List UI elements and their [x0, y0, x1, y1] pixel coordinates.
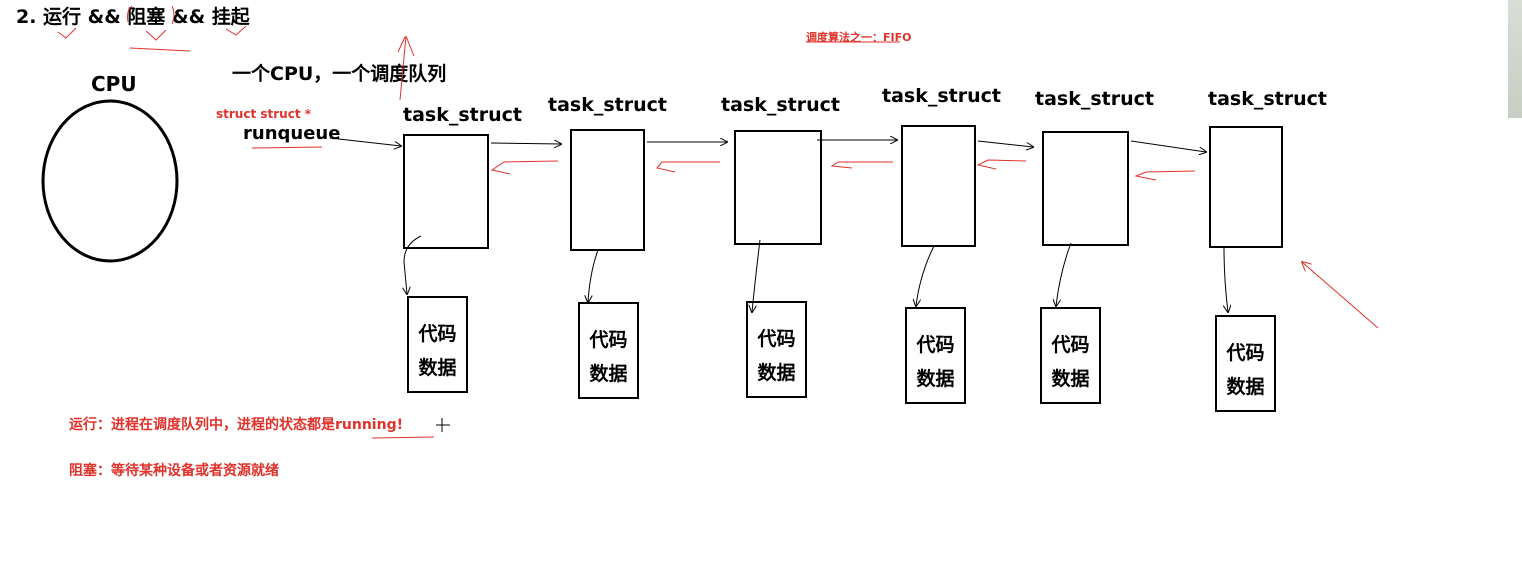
code-link-arrow	[1056, 242, 1072, 306]
next-link-arrow	[1130, 140, 1206, 152]
data-text: 数据	[589, 363, 628, 385]
task-struct-label: task_struct	[1208, 88, 1327, 110]
next-link-arrow	[977, 140, 1033, 147]
underline	[129, 47, 191, 52]
prev-link-arrow	[1134, 170, 1196, 181]
data-text: 数据	[757, 362, 796, 384]
task-struct-box	[901, 125, 976, 247]
task-struct-box	[734, 130, 822, 245]
cpu-label: CPU	[91, 72, 137, 96]
annotation-stroke	[397, 36, 406, 53]
underline	[371, 436, 435, 439]
task-struct-box	[570, 129, 645, 251]
code-data-box: 代码 数据	[746, 301, 807, 398]
struct-pointer-label: struct struct *	[216, 107, 312, 121]
task-struct-label: task_struct	[882, 85, 1001, 107]
prev-link-arrow	[976, 159, 1027, 170]
cpu-ellipse	[41, 99, 179, 263]
code-link-arrow	[916, 245, 935, 306]
task-struct-label: task_struct	[1035, 88, 1154, 110]
data-text: 数据	[1051, 368, 1090, 390]
side-decoration	[1508, 0, 1522, 118]
check-mark	[225, 25, 247, 36]
code-data-box: 代码 数据	[407, 296, 468, 393]
blocked-note: 阻塞：等待某种设备或者资源就绪	[69, 463, 279, 479]
prev-link-arrow	[830, 161, 893, 169]
annotation-stroke	[399, 35, 415, 101]
task-struct-label: task_struct	[548, 94, 667, 116]
prev-link-arrow	[490, 160, 559, 175]
underline	[251, 146, 323, 149]
task-struct-label: task_struct	[403, 104, 522, 126]
code-text: 代码	[589, 329, 628, 351]
prev-link-arrow	[656, 161, 720, 173]
data-text: 数据	[1226, 376, 1265, 398]
running-note: 运行：进程在调度队列中，进程的状态都是running!	[69, 417, 403, 433]
code-text: 代码	[1051, 334, 1090, 356]
task-struct-box	[1042, 131, 1129, 246]
check-mark	[57, 27, 77, 39]
code-link-arrow	[1224, 247, 1228, 312]
check-mark	[145, 29, 167, 41]
cursor-icon	[436, 418, 450, 432]
code-data-box: 代码 数据	[905, 307, 966, 404]
code-data-box: 代码 数据	[578, 302, 639, 399]
annotation-stroke	[127, 5, 133, 23]
annotation-arrow	[1302, 262, 1379, 329]
code-link-arrow	[588, 249, 599, 302]
page-title: 2. 运行 && 阻塞 && 挂起	[16, 6, 250, 28]
task-struct-label: task_struct	[721, 94, 840, 116]
next-link-arrow	[490, 143, 561, 144]
data-text: 数据	[916, 368, 955, 390]
scheduling-note: 调度算法之一：FIFO	[806, 31, 912, 44]
data-text: 数据	[418, 357, 457, 379]
task-struct-box	[1209, 126, 1283, 248]
runqueue-arrow	[329, 137, 401, 146]
subtitle: 一个CPU，一个调度队列	[232, 63, 447, 85]
code-text: 代码	[757, 328, 796, 350]
code-text: 代码	[916, 334, 955, 356]
code-data-box: 代码 数据	[1040, 307, 1101, 404]
code-data-box: 代码 数据	[1215, 315, 1276, 412]
task-struct-box	[403, 134, 489, 249]
code-text: 代码	[418, 323, 457, 345]
code-link-arrow	[752, 239, 761, 312]
runqueue-label: runqueue	[243, 123, 341, 144]
annotation-stroke	[171, 5, 175, 25]
code-text: 代码	[1226, 342, 1265, 364]
code-link-arrow	[404, 235, 422, 294]
